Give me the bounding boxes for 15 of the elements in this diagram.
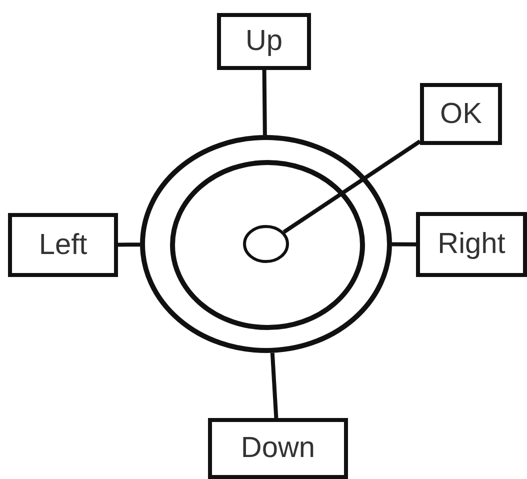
label-box [8, 213, 118, 277]
button-label: Right [438, 228, 506, 261]
leader-line [270, 352, 278, 418]
leader-line [262, 70, 267, 136]
leader-line [392, 242, 416, 246]
button-label: Left [38, 228, 88, 262]
label-box [416, 212, 527, 277]
leader-line [282, 140, 422, 234]
label-box [208, 418, 348, 479]
button-label: Down [240, 432, 316, 465]
leader-line [118, 242, 140, 247]
button-label: Up [245, 25, 283, 58]
label-box [420, 83, 502, 145]
label-box [217, 13, 311, 70]
button-label: OK [440, 98, 482, 130]
